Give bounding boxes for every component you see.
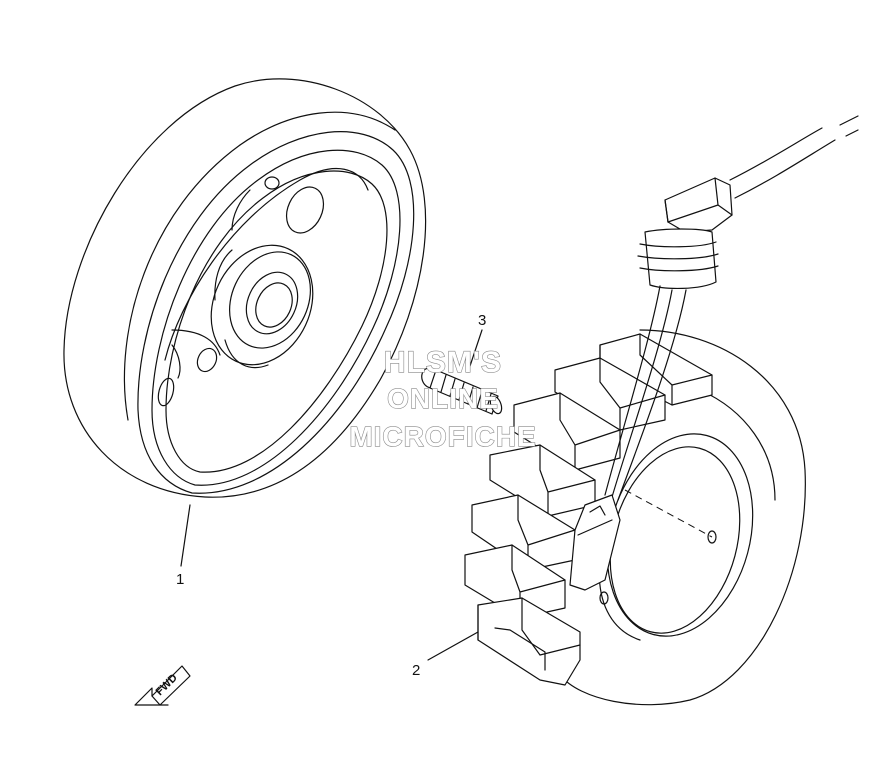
bolt[interactable]: [419, 366, 504, 415]
callout-3-label[interactable]: 3: [478, 312, 486, 329]
callout-3-leader: [467, 329, 483, 373]
callout-1-leader: [180, 504, 191, 567]
watermark: HLSM'S ONLINE MICROFICHE: [349, 345, 537, 452]
watermark-line-2: ONLINE: [387, 383, 499, 414]
rotor-flywheel[interactable]: [63, 78, 427, 498]
callout-1-label[interactable]: 1: [176, 571, 184, 588]
callout-2-leader: [427, 631, 479, 661]
stator-assembly[interactable]: [464, 115, 859, 706]
watermark-line-1: HLSM'S: [384, 346, 502, 379]
watermark-line-3: MICROFICHE: [349, 421, 536, 452]
callout-2-label[interactable]: 2: [412, 662, 420, 679]
fwd-arrow-icon: FWD: [134, 665, 191, 706]
